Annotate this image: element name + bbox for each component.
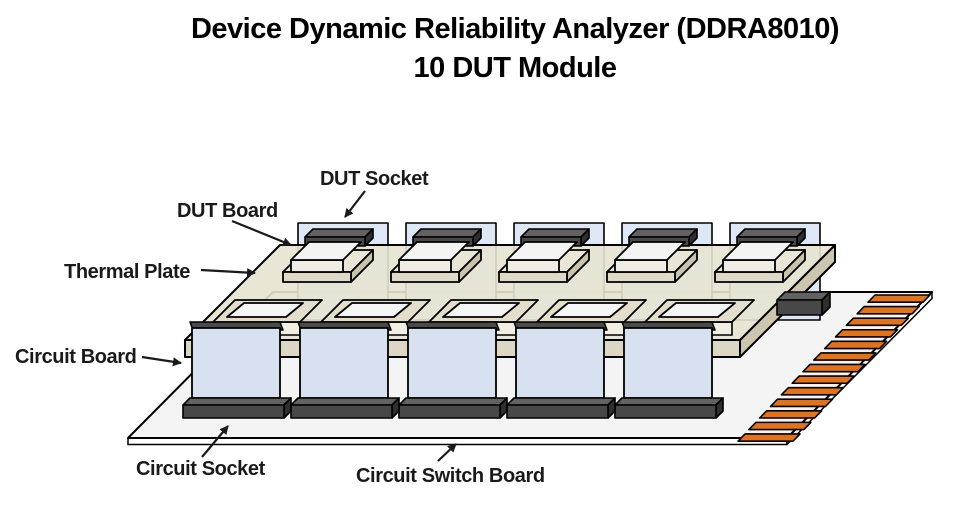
dut-socket-top (628, 228, 698, 238)
circuit-socket-top (182, 397, 292, 406)
circuit-board (299, 327, 389, 399)
arrow-circuit-board (141, 355, 182, 367)
dut-platform-front (506, 259, 560, 273)
dut-board (390, 241, 482, 283)
page-title: Device Dynamic Reliability Analyzer (DDR… (70, 10, 959, 88)
arrow-circuit-switch-board (437, 443, 457, 462)
circuit-socket-front (398, 404, 501, 419)
dut-platform-top (722, 241, 794, 261)
title-line-2: 10 DUT Module (413, 52, 617, 84)
dut-platform-top (290, 241, 362, 261)
circuit-socket (398, 397, 508, 419)
circuit-board (191, 327, 281, 399)
edge-connector-pad (780, 386, 845, 396)
dut-board (498, 241, 590, 283)
edge-connector-pad (748, 421, 812, 431)
dut-platform-front (614, 259, 668, 273)
circuit-socket-front (614, 404, 717, 419)
label-dut-board: DUT Board (177, 200, 278, 222)
arrow-circuit-socket (201, 425, 229, 458)
dut-platform-top (506, 241, 578, 261)
dut-board-front (606, 271, 676, 283)
circuit-socket-front (182, 404, 285, 419)
title-line-1: Device Dynamic Reliability Analyzer (DDR… (190, 13, 840, 45)
label-circuit-switch-board: Circuit Switch Board (356, 465, 545, 487)
circuit-socket (506, 397, 616, 419)
edge-connector-pad (856, 305, 920, 315)
label-thermal-plate: Thermal Plate (64, 261, 190, 283)
module-geometry (127, 222, 933, 446)
edge-connector-pads (737, 294, 931, 442)
dut-socket-top (736, 228, 806, 238)
dut-platform-top (614, 241, 686, 261)
dut-board-front (714, 271, 784, 283)
edge-connector-pad (813, 352, 877, 361)
callout-arrows (141, 190, 457, 462)
dut-socket-top (304, 228, 374, 238)
circuit-socket (290, 397, 400, 419)
rear-socket-front (776, 299, 823, 316)
circuit-sockets (182, 397, 724, 419)
edge-connector-pad (758, 409, 823, 419)
arrow-dut-board (231, 219, 292, 247)
arrow-thermal-plate (200, 268, 256, 278)
dut-platform-front (290, 259, 344, 273)
circuit-socket-top (290, 397, 400, 406)
circuit-socket-top (506, 397, 616, 406)
edge-connector-pad (737, 433, 801, 442)
dut-board-front (390, 271, 460, 283)
dut-sockets (304, 228, 806, 247)
circuit-board (407, 327, 497, 399)
circuit-board (623, 327, 713, 399)
dut-board (606, 241, 698, 283)
cutout-hole (658, 302, 736, 318)
dut-board-front (282, 271, 352, 283)
dut-platform-front (722, 259, 776, 273)
cutout-hole (442, 302, 520, 318)
dut-socket-top (520, 228, 590, 238)
dut-boards (282, 241, 806, 283)
edge-connector-pad (802, 363, 866, 373)
arrow-dut-socket (344, 190, 366, 218)
circuit-socket (614, 397, 724, 419)
dut-platform-top (398, 241, 470, 261)
edge-connector-pad (867, 294, 931, 304)
edge-connector-pad (791, 375, 855, 385)
edge-connector-pad (769, 398, 834, 408)
label-circuit-socket: Circuit Socket (136, 458, 266, 480)
label-circuit-board: Circuit Board (15, 346, 136, 368)
rear-socket-top (776, 291, 831, 301)
dut-board-front (498, 271, 568, 283)
circuit-boards (191, 327, 713, 399)
dut-board (282, 241, 374, 283)
label-dut-socket: DUT Socket (320, 168, 429, 190)
cutout-hole (550, 302, 628, 318)
circuit-socket (182, 397, 292, 419)
edge-connector-pad (823, 340, 888, 350)
edge-connector-pad (834, 328, 899, 338)
dut-board (714, 241, 806, 283)
circuit-socket-front (290, 404, 393, 419)
cutout-hole (334, 302, 412, 318)
callout-labels: DUT Socket DUT Board Thermal Plate Circu… (15, 168, 545, 487)
circuit-socket-top (614, 397, 724, 406)
dut-socket-top (412, 228, 482, 238)
circuit-board (515, 327, 605, 399)
cutout-hole (226, 302, 304, 318)
dut-platform-front (398, 259, 452, 273)
rear-right-socket (776, 291, 831, 316)
edge-connector-pad (845, 317, 910, 327)
circuit-socket-front (506, 404, 609, 419)
circuit-socket-top (398, 397, 508, 406)
